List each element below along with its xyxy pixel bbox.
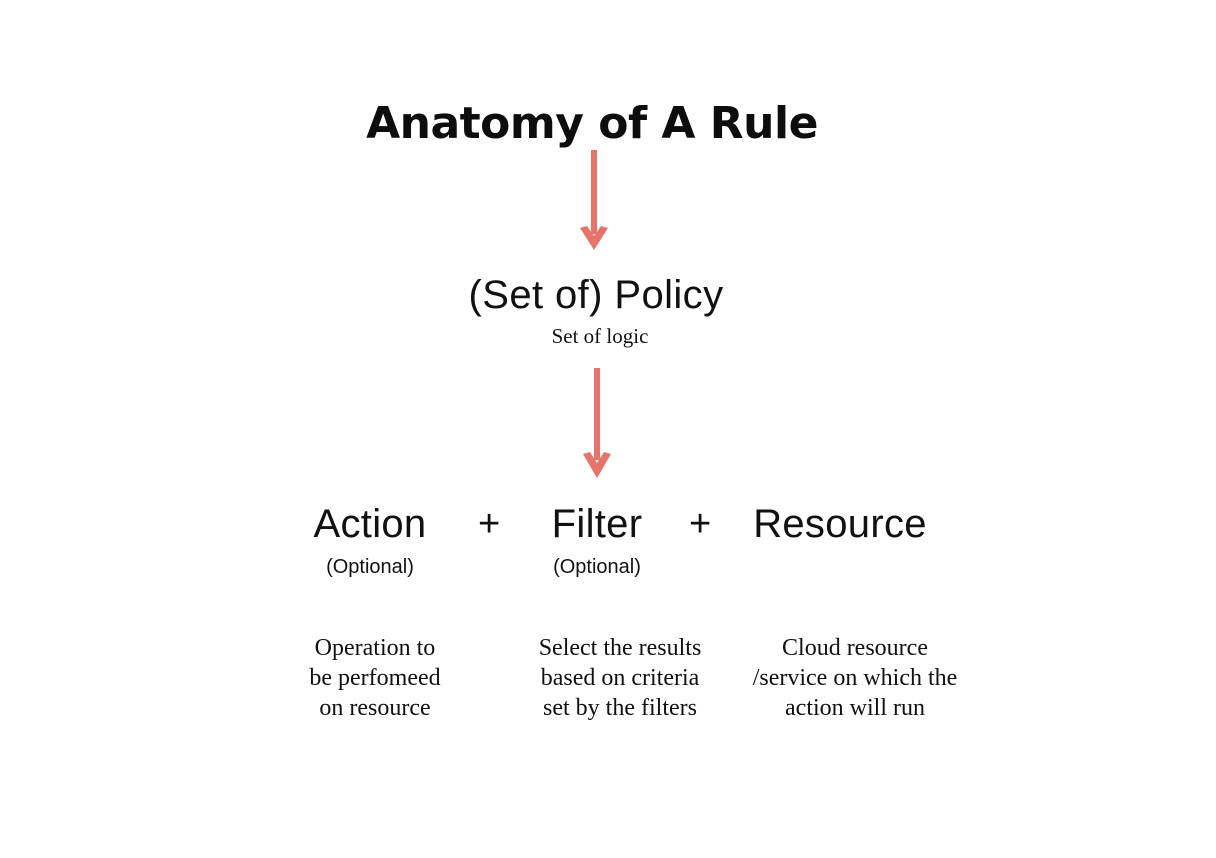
description-line: Operation to	[314, 635, 436, 661]
policy-label: (Set of) Policy	[468, 273, 724, 317]
description-line: Cloud resource	[782, 635, 928, 661]
component-filter-description: Select the results based on criteria set…	[495, 633, 745, 723]
component-action-description: Operation to be perfomeed on resource	[265, 633, 485, 723]
plus-operator-1: +	[478, 503, 501, 545]
arrow-policy-to-components-icon	[569, 368, 625, 488]
policy-sublabel: Set of logic	[551, 324, 649, 348]
plus-operator-2: +	[689, 503, 712, 545]
description-line: set by the filters	[543, 695, 697, 721]
description-line: Select the results	[538, 635, 702, 661]
component-resource: Resource	[740, 503, 940, 555]
descriptions-row: Operation to be perfomeed on resource Se…	[265, 633, 985, 743]
page-title-text: Anatomy of A Rule	[366, 98, 818, 149]
component-filter-label: Filter	[551, 502, 643, 546]
arrow-title-to-policy-icon	[566, 150, 622, 260]
description-line: be perfomeed	[309, 665, 441, 691]
description-line: on resource	[319, 695, 431, 721]
component-filter-optional-badge: (Optional)	[553, 556, 641, 578]
description-line: based on criteria	[540, 665, 700, 691]
policy-node: (Set of) Policy Set of logic	[0, 272, 1216, 349]
component-resource-description: Cloud resource /service on which the act…	[730, 633, 980, 723]
component-action-optional-badge: (Optional)	[326, 556, 414, 578]
component-action: Action (Optional)	[285, 503, 455, 579]
page-title: Anatomy of A Rule	[0, 98, 1216, 149]
description-line: action will run	[785, 695, 925, 721]
component-filter: Filter (Optional)	[512, 503, 682, 579]
component-action-label: Action	[313, 502, 427, 546]
description-line: /service on which the	[752, 665, 958, 691]
components-row: Action (Optional) + Filter (Optional) + …	[285, 503, 945, 603]
component-resource-label: Resource	[753, 502, 927, 546]
